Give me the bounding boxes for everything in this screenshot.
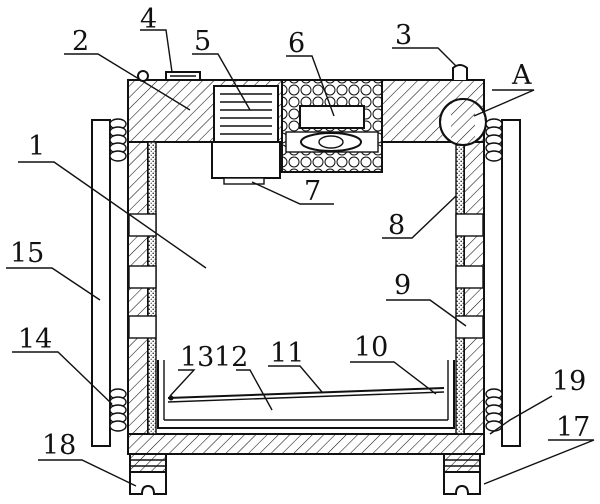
label-12: 12 — [214, 342, 248, 373]
label-15: 15 — [10, 238, 44, 269]
label-10: 10 — [354, 332, 388, 363]
label-17: 17 — [556, 412, 590, 443]
label-6: 6 — [288, 28, 305, 59]
control-module — [214, 86, 278, 142]
label-3: 3 — [395, 20, 412, 51]
label-19: 19 — [552, 366, 586, 397]
top-button — [138, 71, 200, 81]
label-11: 11 — [270, 338, 304, 369]
fan-unit — [282, 80, 382, 172]
side-vent-slots — [129, 214, 483, 338]
label-7: 7 — [304, 176, 321, 207]
label-a: A — [511, 60, 532, 91]
lower-module — [212, 142, 280, 184]
label-14: 14 — [18, 324, 52, 355]
label-2: 2 — [72, 26, 89, 57]
feet — [130, 454, 480, 494]
top-hook — [453, 65, 467, 80]
detail-circle-a — [440, 99, 486, 145]
label-5: 5 — [194, 26, 211, 57]
label-18: 18 — [42, 430, 76, 461]
label-4: 4 — [140, 4, 157, 35]
label-9: 9 — [394, 270, 411, 301]
label-1: 1 — [28, 131, 45, 162]
label-8: 8 — [388, 210, 405, 241]
label-13: 13 — [180, 342, 214, 373]
